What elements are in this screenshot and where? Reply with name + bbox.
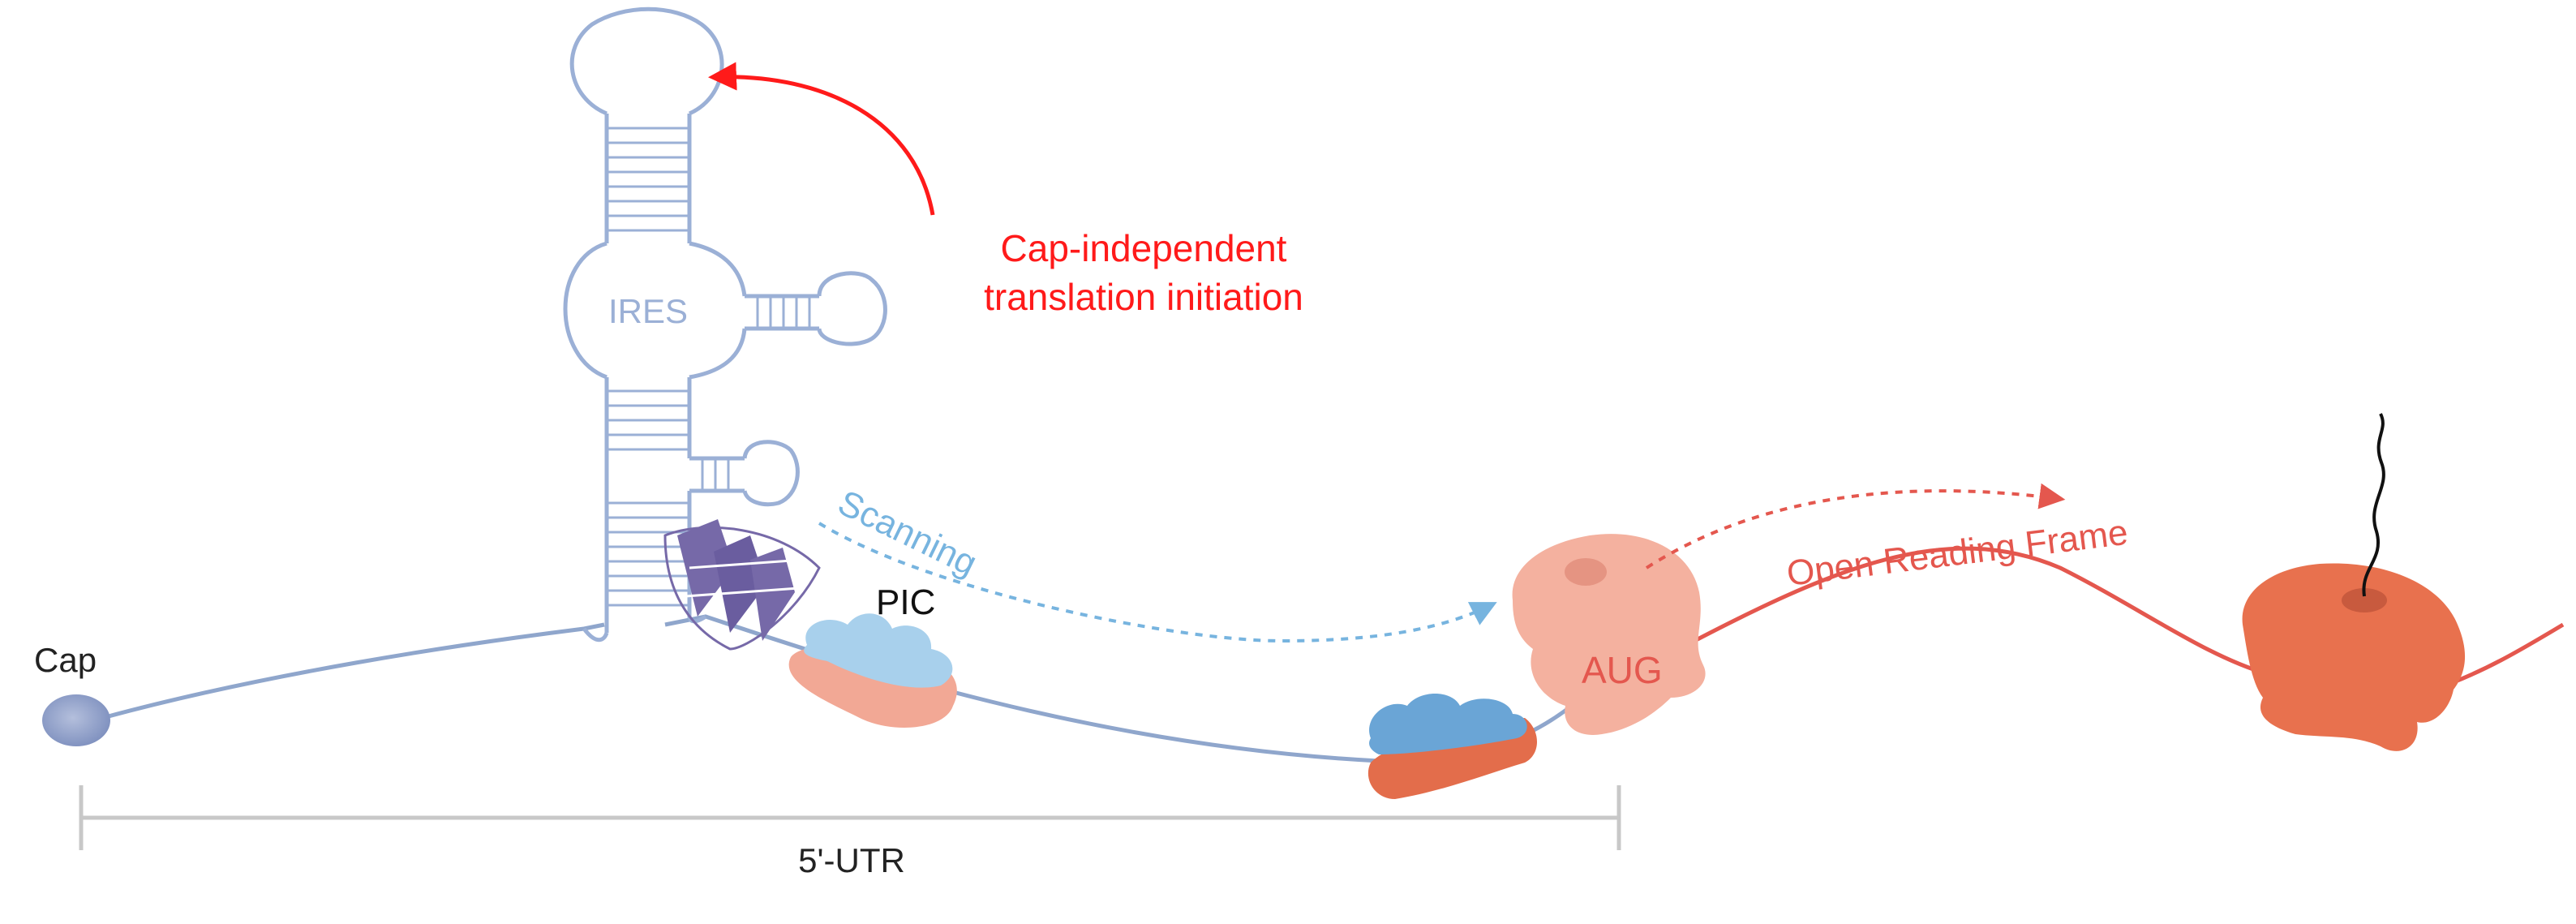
large-ribosome-subunit [1512, 534, 1706, 735]
orf-arrow [1645, 483, 2066, 569]
cap-icon [42, 694, 110, 746]
ribosome-site-icon [1565, 558, 1607, 586]
aug-label: AUG [1582, 649, 1663, 691]
cap-independent-label-line1: Cap-independent [1001, 227, 1287, 269]
tunnel-exit-icon [2342, 588, 2387, 612]
ires-label: IRES [608, 292, 688, 330]
orf-label: Open Reading Frame [1784, 513, 2130, 594]
pic-complex [788, 613, 957, 728]
g-quadruplex-icon [663, 519, 821, 651]
elongating-ribosome [2242, 563, 2466, 751]
cap-label: Cap [34, 641, 97, 679]
pic-label: PIC [876, 582, 935, 622]
cap-independent-label-line2: translation initiation [984, 276, 1303, 318]
nascent-peptide [2362, 413, 2385, 597]
utr-label: 5'-UTR [798, 841, 905, 879]
initiation-complex [1367, 694, 1537, 799]
cap-independent-arrow [708, 62, 935, 216]
utr-bracket [79, 785, 1621, 850]
scanning-label: Scanning [832, 483, 983, 583]
